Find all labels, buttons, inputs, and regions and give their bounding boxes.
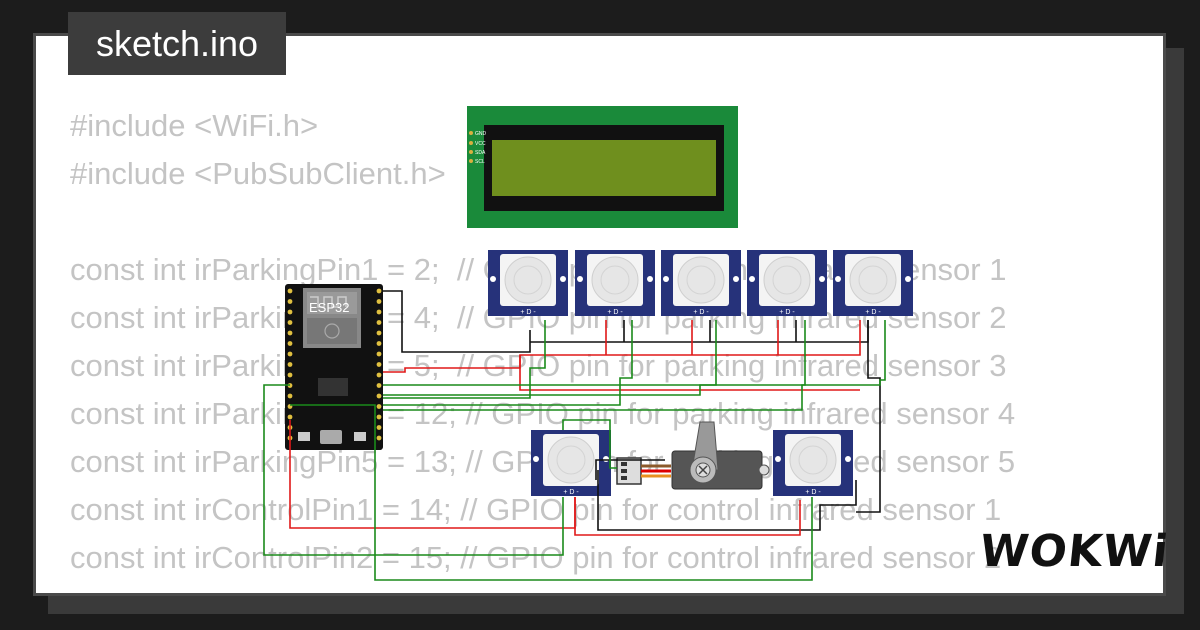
pir-sensor[interactable]: + D -	[773, 430, 853, 496]
pir-pin-labels: + D -	[805, 489, 821, 496]
pir-sensor[interactable]: + D -	[833, 250, 913, 316]
wiring	[263, 290, 886, 581]
pir-pin-labels: + D -	[779, 309, 795, 316]
lcd-pin-vcc: VCC	[475, 141, 486, 147]
wokwi-logo: WOKWi	[977, 526, 1172, 577]
file-tab[interactable]: sketch.ino	[68, 12, 286, 75]
lcd-pin-gnd: GND	[475, 131, 487, 137]
code-line: #include <PubSubClient.h>	[70, 156, 446, 191]
pir-sensor-row: + D - + D - + D - + D - + D -	[488, 250, 913, 316]
servo-motor[interactable]	[616, 421, 770, 490]
esp32-label: ESP32	[309, 300, 349, 315]
pir-sensor[interactable]: + D -	[575, 250, 655, 316]
en-button[interactable]	[354, 432, 366, 441]
lcd-pin-scl: SCL	[475, 159, 485, 165]
code-line: const int irControlPin1 = 14; // GPIO pi…	[70, 492, 1002, 527]
code-line: const int irControlPin2 = 15; // GPIO pi…	[70, 540, 1002, 575]
pir-sensor[interactable]: + D -	[488, 250, 568, 316]
pir-sensor[interactable]: + D -	[531, 430, 611, 496]
pir-sensor[interactable]: + D -	[747, 250, 827, 316]
esp32-pin-header	[287, 288, 382, 441]
esp32-board[interactable]: ESP32	[285, 284, 383, 450]
pir-sensor-lower: + D - + D -	[531, 430, 853, 496]
lcd-display[interactable]: GND VCC SDA SCL	[467, 106, 738, 228]
pir-pin-labels: + D -	[563, 489, 579, 496]
boot-button[interactable]	[298, 432, 310, 441]
code-line: const int irServoPin = 16; // GPIO pin f…	[70, 582, 1015, 593]
pir-pin-labels: + D -	[607, 309, 623, 316]
pir-pin-labels: + D -	[520, 309, 536, 316]
code-line: #include <WiFi.h>	[70, 108, 319, 143]
pir-pin-labels: + D -	[693, 309, 709, 316]
pir-sensor[interactable]: + D -	[661, 250, 741, 316]
pir-pin-labels: + D -	[865, 309, 881, 316]
lcd-pin-sda: SDA	[475, 150, 486, 156]
usb-port	[320, 430, 342, 444]
